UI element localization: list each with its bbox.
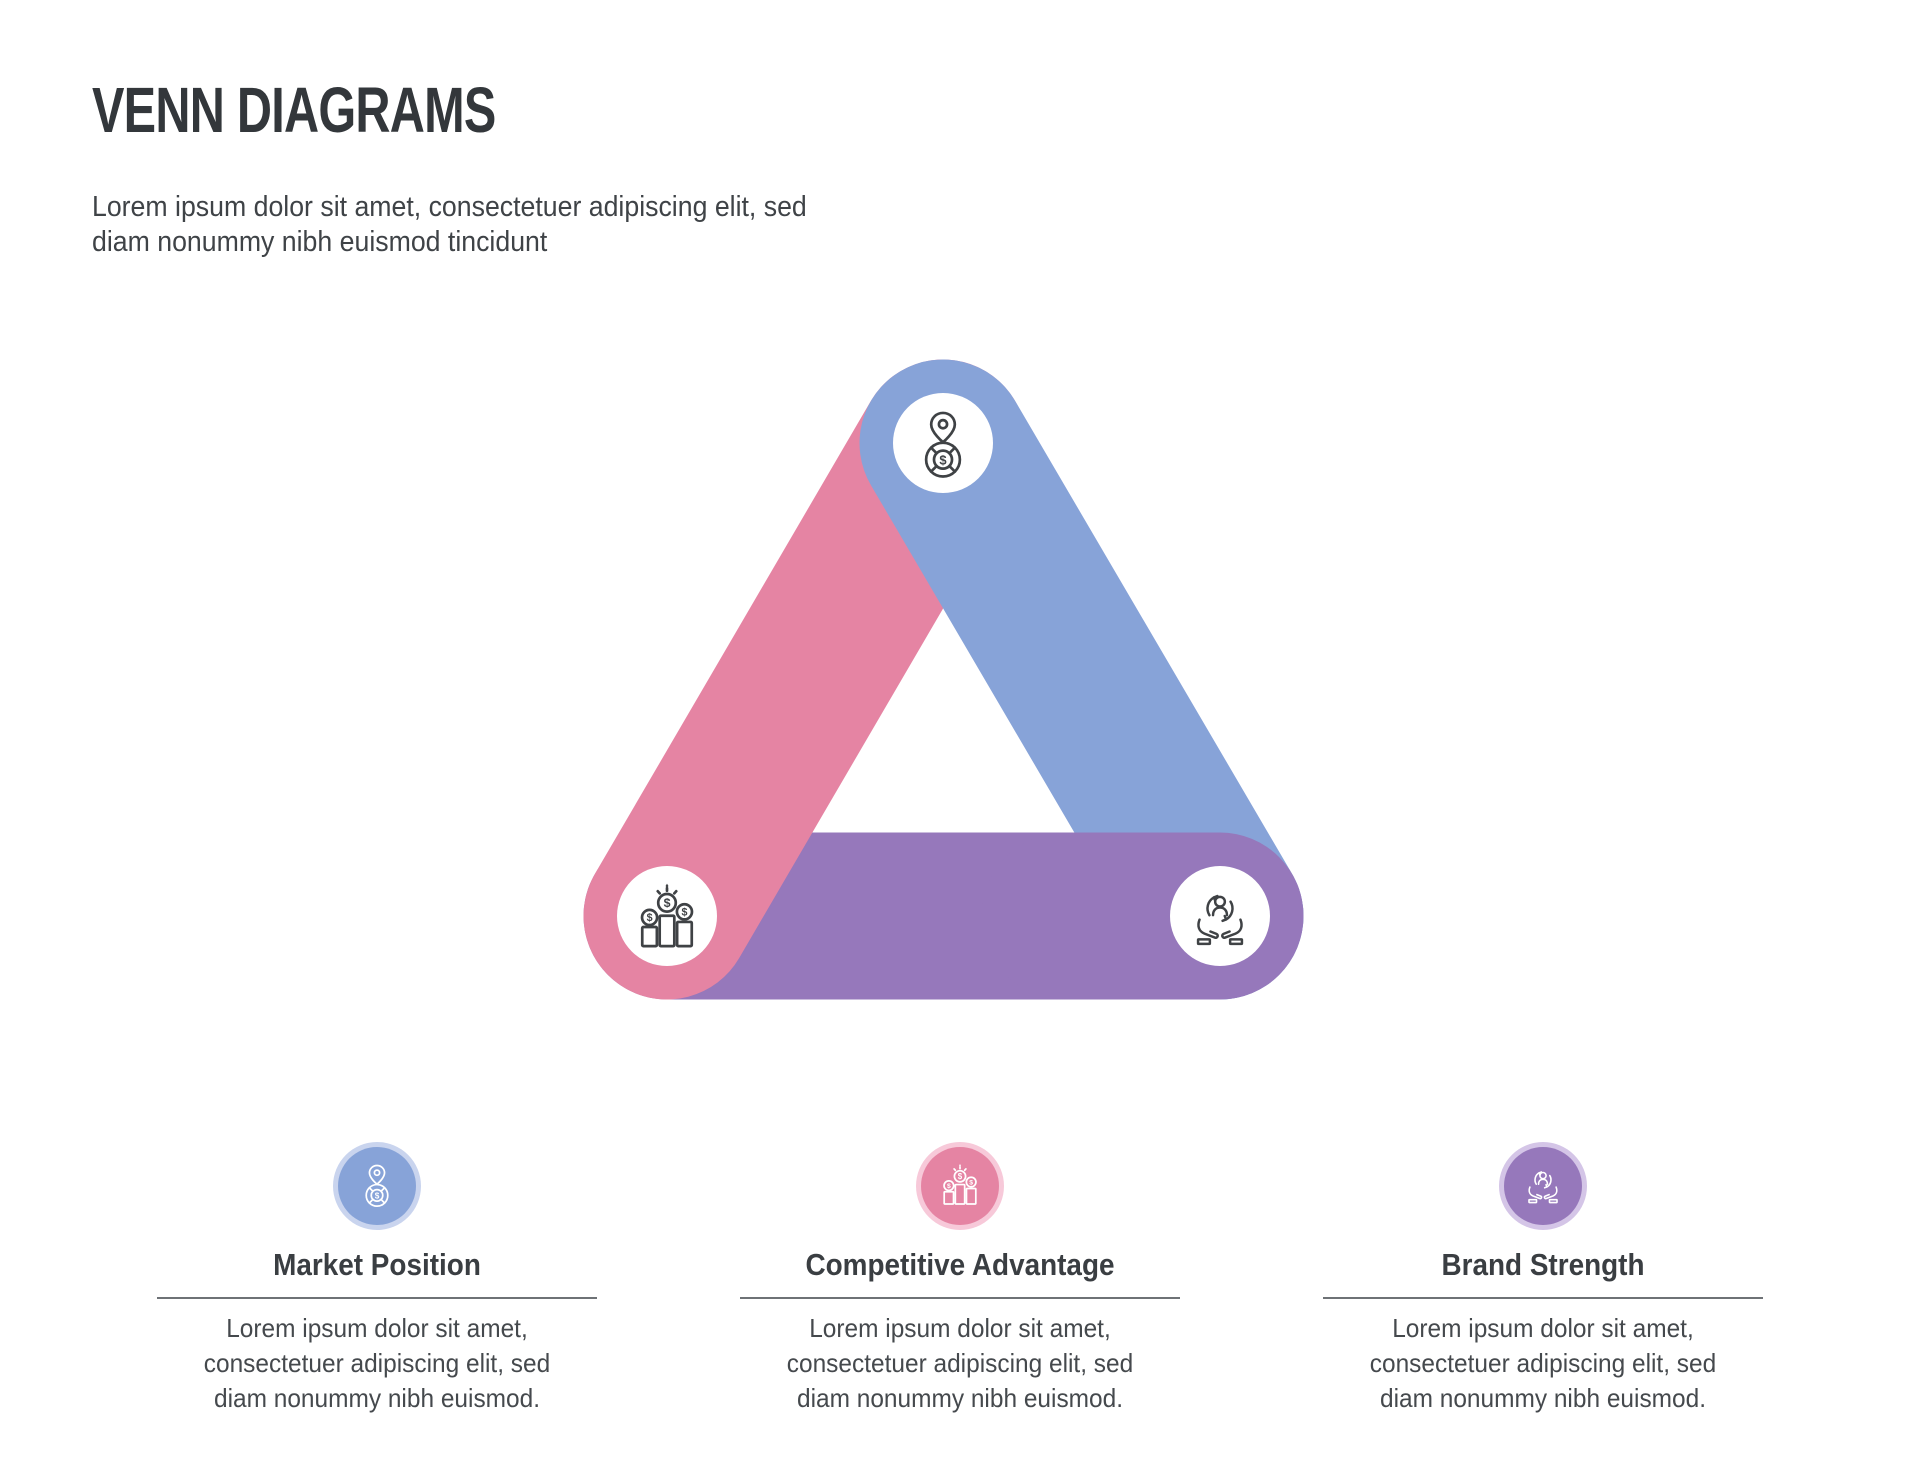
legend-item-market-position: Market Position Lorem ipsum dolor sit am… [157,1142,597,1416]
subtitle-line: diam nonummy nibh euismod tincidunt [92,226,548,258]
legend-title: Brand Strength [1441,1247,1645,1282]
legend-description: Lorem ipsum dolor sit amet, consectetuer… [203,1313,551,1413]
divider [1323,1297,1763,1299]
header: VENN DIAGRAMS [92,78,623,142]
subtitle-line: Lorem ipsum dolor sit amet, consectetuer… [92,191,807,223]
legend-item-competitive-advantage: Competitive Advantage Lorem ipsum dolor … [740,1142,1180,1416]
legend-title: Market Position [273,1247,481,1282]
market-position-icon [365,1164,389,1207]
legend: Market Position Lorem ipsum dolor sit am… [157,1142,1763,1416]
legend-title: Competitive Advantage [805,1247,1115,1282]
page-subtitle: Lorem ipsum dolor sit amet, consectetuer… [92,190,869,260]
node-circle-bottom-right [1170,866,1270,966]
brand-strength-icon [1528,1171,1558,1204]
divider [740,1297,1180,1299]
legend-circle [338,1147,416,1225]
competitive-advantage-icon [943,1163,977,1205]
page-title: VENN DIAGRAMS [92,74,496,146]
legend-item-brand-strength: Brand Strength Lorem ipsum dolor sit ame… [1323,1142,1763,1416]
legend-circle [921,1147,999,1225]
legend-description: Lorem ipsum dolor sit amet, consectetuer… [1369,1313,1717,1413]
venn-triangle-diagram [500,330,1390,1030]
divider [157,1297,597,1299]
legend-description: Lorem ipsum dolor sit amet, consectetuer… [786,1313,1134,1413]
legend-circle [1504,1147,1582,1225]
